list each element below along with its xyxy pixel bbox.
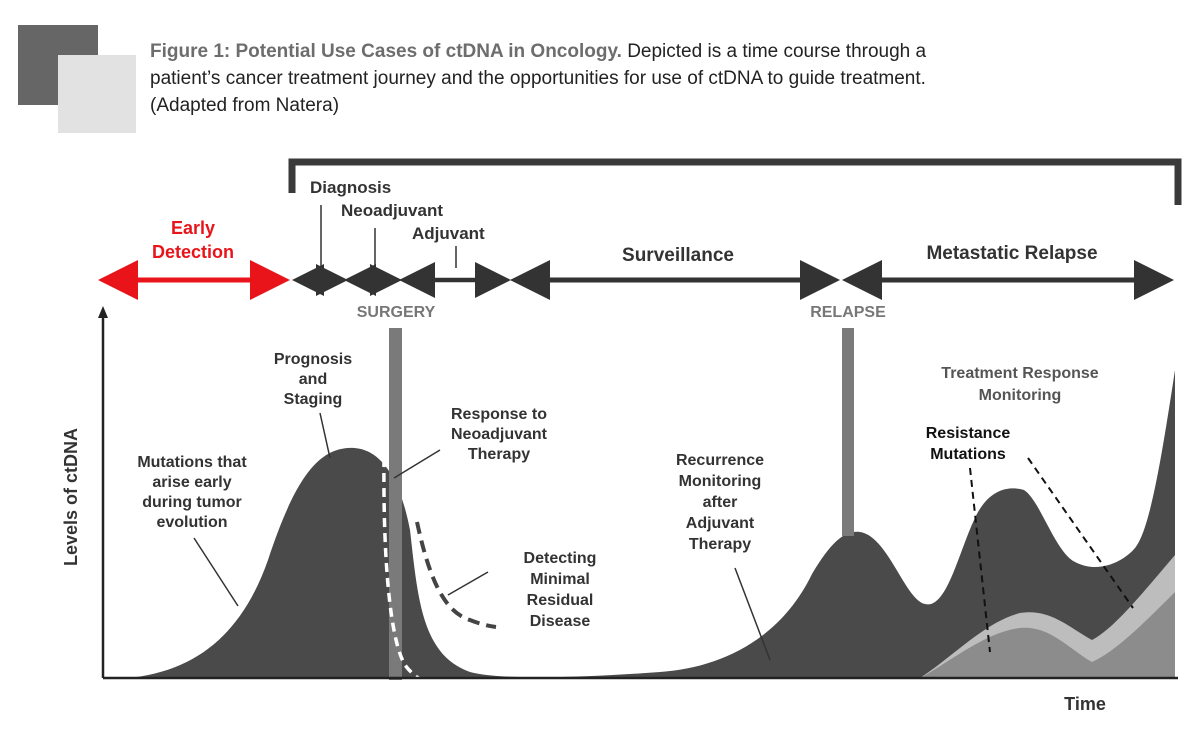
svg-text:Monitoring: Monitoring <box>679 473 762 490</box>
svg-text:evolution: evolution <box>156 514 227 531</box>
early-detection-label-line2: Detection <box>152 242 234 262</box>
early-detection-label-line1: Early <box>171 218 215 238</box>
surgery-bar <box>389 328 402 680</box>
mutations-pointer <box>193 537 239 607</box>
y-axis-arrowhead <box>98 306 108 318</box>
svg-text:Neoadjuvant: Neoadjuvant <box>451 426 548 443</box>
resistance-pointer-left <box>969 467 991 653</box>
annotation-mutations: Mutations that arise early during tumor … <box>137 454 247 607</box>
surgery-label: SURGERY <box>357 304 436 321</box>
annotation-resistance: Resistance Mutations <box>926 425 1134 653</box>
svg-text:Minimal: Minimal <box>530 571 590 588</box>
treatment-bracket <box>288 158 1182 205</box>
mrd-dashed-curve <box>415 521 497 629</box>
annotation-mrd: Detecting Minimal Residual Disease <box>447 550 597 630</box>
resistance-pointer-right <box>1027 457 1134 609</box>
figure-caption: Figure 1: Potential Use Cases of ctDNA i… <box>150 38 930 119</box>
svg-text:Monitoring: Monitoring <box>979 387 1062 404</box>
relapse-bar <box>842 328 854 536</box>
figure-description: Depicted is a time course through a pati… <box>150 41 927 116</box>
y-axis-label: Levels of ctDNA <box>61 428 81 566</box>
annotation-prognosis: Prognosis and Staging <box>274 351 352 459</box>
svg-text:arise early: arise early <box>152 474 231 491</box>
svg-text:Staging: Staging <box>284 391 343 408</box>
recurrence-pointer <box>734 567 771 661</box>
mrd-pointer <box>447 571 489 596</box>
svg-text:Detecting: Detecting <box>524 550 597 567</box>
figure-title: Figure 1: Potential Use Cases of ctDNA i… <box>150 41 622 62</box>
decorative-square-light <box>58 55 136 133</box>
svg-text:Mutations that: Mutations that <box>137 454 247 471</box>
annotation-recurrence: Recurrence Monitoring after Adjuvant The… <box>676 452 771 661</box>
svg-text:and: and <box>299 371 327 388</box>
x-axis-label: Time <box>1064 694 1106 714</box>
diagnosis-label: Diagnosis <box>310 178 391 197</box>
response-pointer <box>393 449 441 479</box>
resistance-mutations-mid <box>920 592 1175 678</box>
svg-text:Treatment Response: Treatment Response <box>941 365 1098 382</box>
annotation-treatment-response: Treatment Response Monitoring <box>941 365 1098 404</box>
neoadjuvant-label: Neoadjuvant <box>341 201 443 220</box>
metastatic-relapse-label: Metastatic Relapse <box>926 243 1097 264</box>
relapse-label: RELAPSE <box>810 304 886 321</box>
svg-text:Therapy: Therapy <box>468 446 530 463</box>
adjuvant-label: Adjuvant <box>412 224 485 243</box>
svg-text:during tumor: during tumor <box>142 494 242 511</box>
svg-text:Recurrence: Recurrence <box>676 452 764 469</box>
svg-text:Disease: Disease <box>530 613 591 630</box>
svg-text:Response to: Response to <box>451 406 547 423</box>
svg-text:Adjuvant: Adjuvant <box>686 515 755 532</box>
svg-text:Resistance: Resistance <box>926 425 1011 442</box>
svg-text:Residual: Residual <box>527 592 594 609</box>
prognosis-pointer <box>319 412 331 459</box>
svg-text:after: after <box>703 494 738 511</box>
svg-text:Therapy: Therapy <box>689 536 751 553</box>
surveillance-label: Surveillance <box>622 245 734 266</box>
svg-text:Prognosis: Prognosis <box>274 351 352 368</box>
svg-text:Mutations: Mutations <box>930 446 1006 463</box>
annotation-response: Response to Neoadjuvant Therapy <box>393 406 548 479</box>
neoadjuvant-response-dashed-curve <box>382 457 476 696</box>
